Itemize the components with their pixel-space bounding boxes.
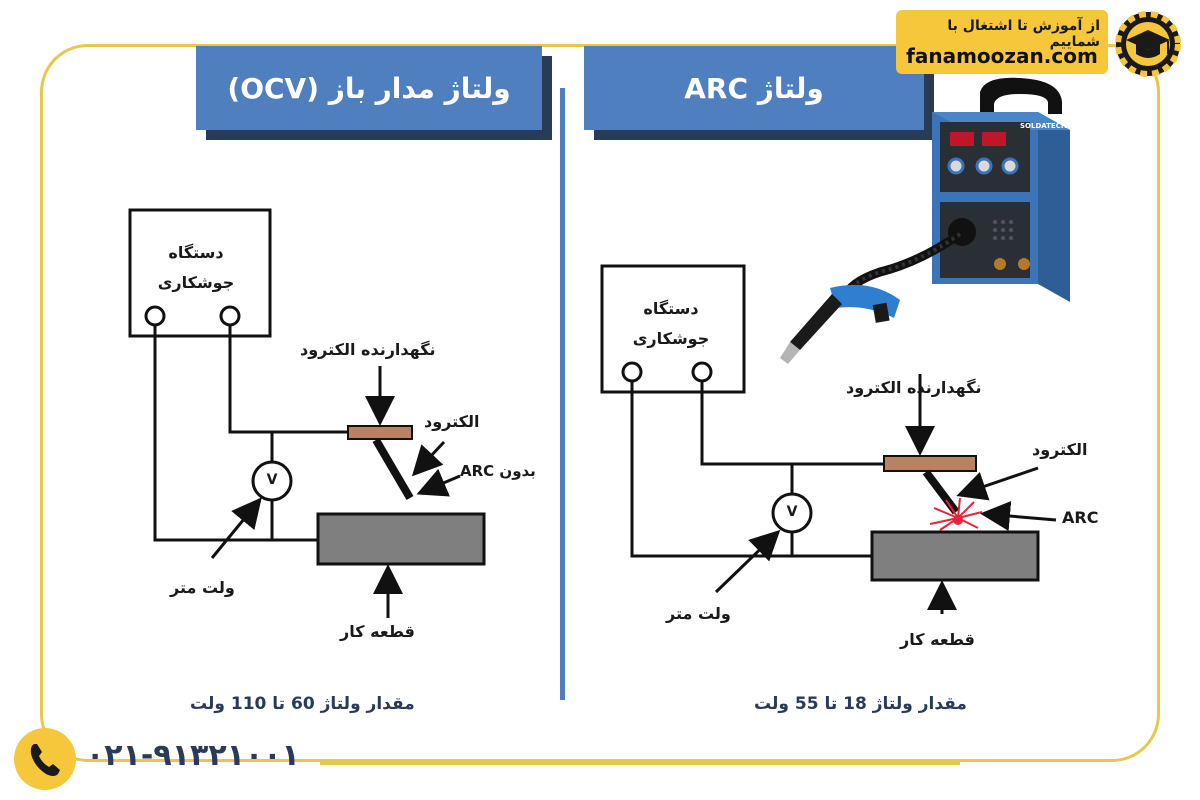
arc-voltmeter-label: ولت متر — [666, 604, 731, 623]
graduation-cap-gear-logo — [1115, 11, 1181, 77]
arc-workpiece-label: قطعه کار — [900, 630, 975, 649]
welding-machine-image: SOLDATECH — [780, 77, 1070, 364]
phone-icon[interactable] — [12, 726, 78, 792]
ocv-holder-label: نگهدارنده الکترود — [300, 340, 436, 359]
ocv-machine-label-2: جوشکاری — [157, 273, 235, 292]
arc-range-text: مقدار ولتاژ 18 تا 55 ولت — [754, 694, 967, 714]
ocv-range-text: مقدار ولتاژ 60 تا 110 ولت — [190, 694, 415, 714]
ocv-machine-label-1: دستگاه — [168, 243, 224, 262]
arc-machine-box — [600, 264, 746, 394]
machine-brand: SOLDATECH — [1020, 122, 1067, 130]
ocv-diagram — [128, 208, 486, 618]
ocv-electrode — [372, 437, 414, 501]
header-ocv: ولتاژ مدار باز (OCV) — [196, 46, 542, 130]
arc-arc-label: ARC — [1062, 508, 1099, 527]
arc-workpiece — [870, 530, 1040, 582]
ocv-machine-label: دستگاه جوشکاری — [148, 238, 244, 298]
arc-spark — [929, 497, 983, 531]
arc-electrode — [922, 469, 960, 515]
ocv-electrode-holder — [347, 425, 413, 440]
header-arc: ولتاژ ARC — [584, 46, 924, 130]
arc-holder-label: نگهدارنده الکترود — [846, 378, 982, 397]
ocv-workpiece — [316, 512, 486, 566]
arc-machine-label-1: دستگاه — [643, 299, 699, 318]
ocv-voltmeter-symbol: V — [266, 472, 278, 488]
arc-voltmeter-symbol: V — [786, 504, 798, 520]
arc-electrode-label: الکترود — [1032, 440, 1088, 459]
brand-site[interactable]: fanamoozan.com — [906, 44, 1098, 68]
arc-diagram — [600, 264, 1057, 614]
ocv-terminal-left — [144, 305, 166, 327]
ocv-electrode-label: الکترود — [424, 412, 480, 431]
ocv-voltmeter-label: ولت متر — [170, 578, 235, 597]
page-frame — [40, 44, 1160, 762]
ocv-voltmeter — [251, 460, 293, 502]
arc-machine-label: دستگاه جوشکاری — [620, 294, 722, 354]
header-ocv-text: ولتاژ مدار باز (OCV) — [227, 71, 511, 105]
brand-tagline: از آموزش تا اشتغال با شماییم — [947, 18, 1100, 50]
ocv-arc-label: بدون ARC — [460, 462, 536, 480]
arc-electrode-holder — [883, 455, 977, 472]
arc-voltmeter — [771, 492, 813, 534]
ocv-workpiece-label: قطعه کار — [340, 622, 415, 641]
brand-banner — [896, 10, 1108, 74]
phone-number[interactable]: ۰۲۱-۹۱۳۲۱۰۰۱ — [86, 738, 300, 773]
arc-machine-label-2: جوشکاری — [632, 329, 710, 348]
center-divider — [560, 88, 565, 700]
arc-terminal-right — [691, 361, 713, 383]
arc-terminal-left — [621, 361, 643, 383]
ocv-terminal-right — [219, 305, 241, 327]
header-arc-text: ولتاژ ARC — [684, 71, 824, 105]
footer-line — [320, 762, 960, 765]
